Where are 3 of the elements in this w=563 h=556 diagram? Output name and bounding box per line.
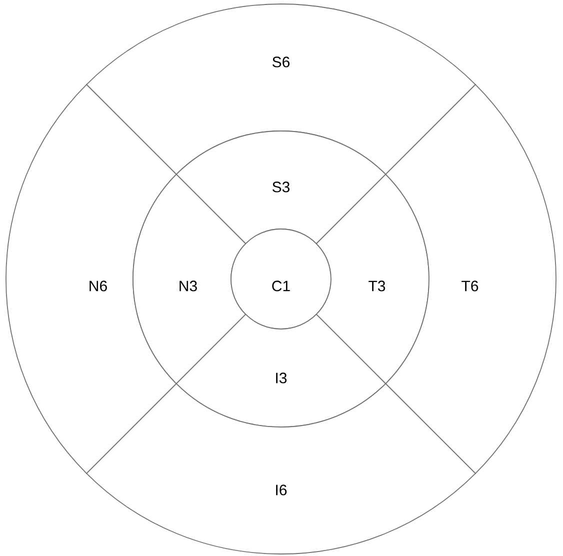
node-label: T6 [462,280,478,292]
node-label: I6 [276,484,287,496]
grid-sector: C1 [230,228,332,330]
